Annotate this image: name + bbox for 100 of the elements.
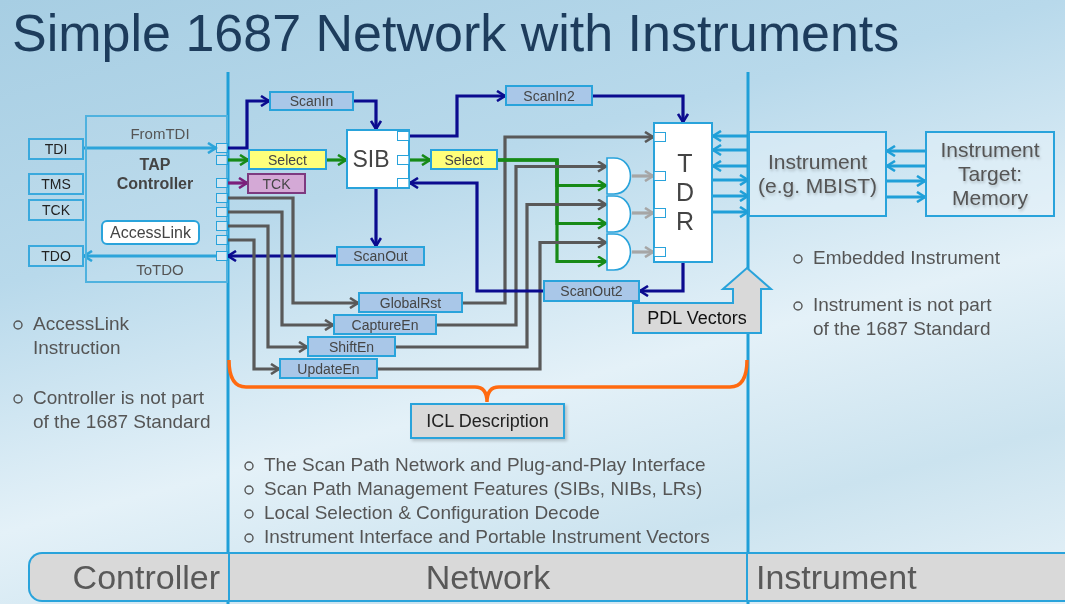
signal-box [307, 336, 396, 357]
pin-box [28, 138, 84, 160]
port-square [653, 171, 666, 181]
arrow [327, 153, 348, 167]
box-label: GlobalRst [379, 294, 442, 311]
arrow [498, 158, 608, 268]
controller-box [85, 115, 228, 283]
pin-box [28, 173, 84, 195]
arrow [713, 189, 750, 203]
column-band [228, 552, 748, 602]
port-square [397, 178, 410, 188]
arrow [378, 236, 608, 371]
port-square [216, 207, 228, 217]
arrow [369, 189, 383, 248]
bullet-text: The Scan Path Network and Plug-and-Play Interface [264, 453, 707, 477]
and-gate [606, 195, 632, 233]
edge-label: FromTDI [130, 124, 190, 142]
arrow [632, 206, 655, 220]
port-square [216, 155, 228, 165]
description-box [410, 403, 565, 439]
bullet-text: Instrument Interface and Portable Instrument Vectors [264, 525, 711, 549]
port-square [653, 208, 666, 218]
signal-box [279, 358, 378, 379]
box-label: ShiftEn [328, 338, 375, 355]
arrow [713, 205, 750, 219]
arrow [632, 245, 655, 259]
arrow [228, 176, 249, 190]
title: Simple 1687 Network with Instruments [12, 3, 900, 63]
box-label: TAP Controller [115, 155, 195, 193]
signal-box [430, 149, 498, 170]
bullet-text: Embedded Instrument [813, 246, 1001, 270]
arrow [396, 198, 608, 349]
arrow [354, 99, 383, 131]
arrow [713, 173, 750, 187]
arrow [887, 190, 927, 204]
arrow [228, 196, 360, 310]
arrow [410, 153, 432, 167]
instrument-box [748, 131, 887, 217]
arrow [226, 249, 336, 263]
arrow [410, 89, 507, 138]
column-title: Instrument [756, 557, 917, 597]
pin-box [28, 245, 84, 267]
column-title: Controller [72, 557, 220, 597]
box-label: ScanIn2 [523, 87, 575, 104]
bullet-text: AccessLink Instruction [33, 312, 131, 360]
arrow [228, 210, 335, 332]
edge-label: ToTDO [136, 260, 184, 278]
port-square [653, 247, 666, 257]
arrow [887, 174, 927, 188]
instruction-box [101, 220, 200, 245]
arrow [228, 94, 271, 150]
instrument-box [925, 131, 1055, 217]
box-label: ICL Description [426, 410, 549, 432]
box-label: TCK [42, 202, 70, 218]
box-label: Select [268, 151, 307, 168]
arrow [463, 130, 655, 305]
column-band [748, 552, 1065, 602]
bullet-text: Scan Path Management Features (SIBs, NIBs, LRs) [264, 477, 704, 501]
port-square [216, 178, 228, 188]
arrow [228, 238, 281, 376]
box-label: SIB [352, 145, 390, 173]
signal-box [505, 85, 593, 106]
arrow [593, 94, 690, 124]
signal-box [247, 173, 306, 194]
signal-box [333, 314, 437, 335]
port-square [397, 131, 410, 141]
box-label: Instrument (e.g. MBIST) [757, 150, 878, 198]
column-band [28, 552, 228, 602]
arrow [632, 169, 655, 183]
port-square [216, 193, 228, 203]
port-square [216, 235, 228, 245]
box-label: T D R [674, 149, 696, 236]
signal-box [269, 91, 354, 111]
arrow [437, 160, 608, 327]
register-block [653, 122, 713, 263]
port-square [216, 143, 228, 153]
port-square [653, 132, 666, 142]
box-label: ScanIn [289, 93, 334, 109]
signal-box [248, 149, 327, 170]
arrow [82, 249, 216, 263]
box-label: TDO [41, 248, 71, 264]
port-square [397, 155, 410, 165]
arrow [885, 159, 925, 173]
box-label: CaptureEn [351, 316, 419, 333]
box-label: TCK [262, 175, 291, 192]
signal-box [543, 280, 640, 302]
pin-box [28, 199, 84, 221]
and-gate [606, 157, 632, 195]
bullet-text: Local Selection & Configuration Decode [264, 501, 601, 525]
box-label: TMS [41, 176, 71, 192]
box-label: Instrument Target: Memory [939, 138, 1041, 210]
box-label: AccessLink [110, 223, 191, 242]
box-label: PDL Vectors [646, 307, 748, 330]
column-title: Network [425, 557, 551, 597]
bullet-text: Instrument is not part of the 1687 Standard [813, 293, 993, 341]
arrow [228, 153, 250, 167]
and-gate [606, 233, 632, 271]
box-label: ScanOut [353, 248, 408, 264]
port-square [216, 251, 228, 261]
signal-box [336, 246, 425, 266]
